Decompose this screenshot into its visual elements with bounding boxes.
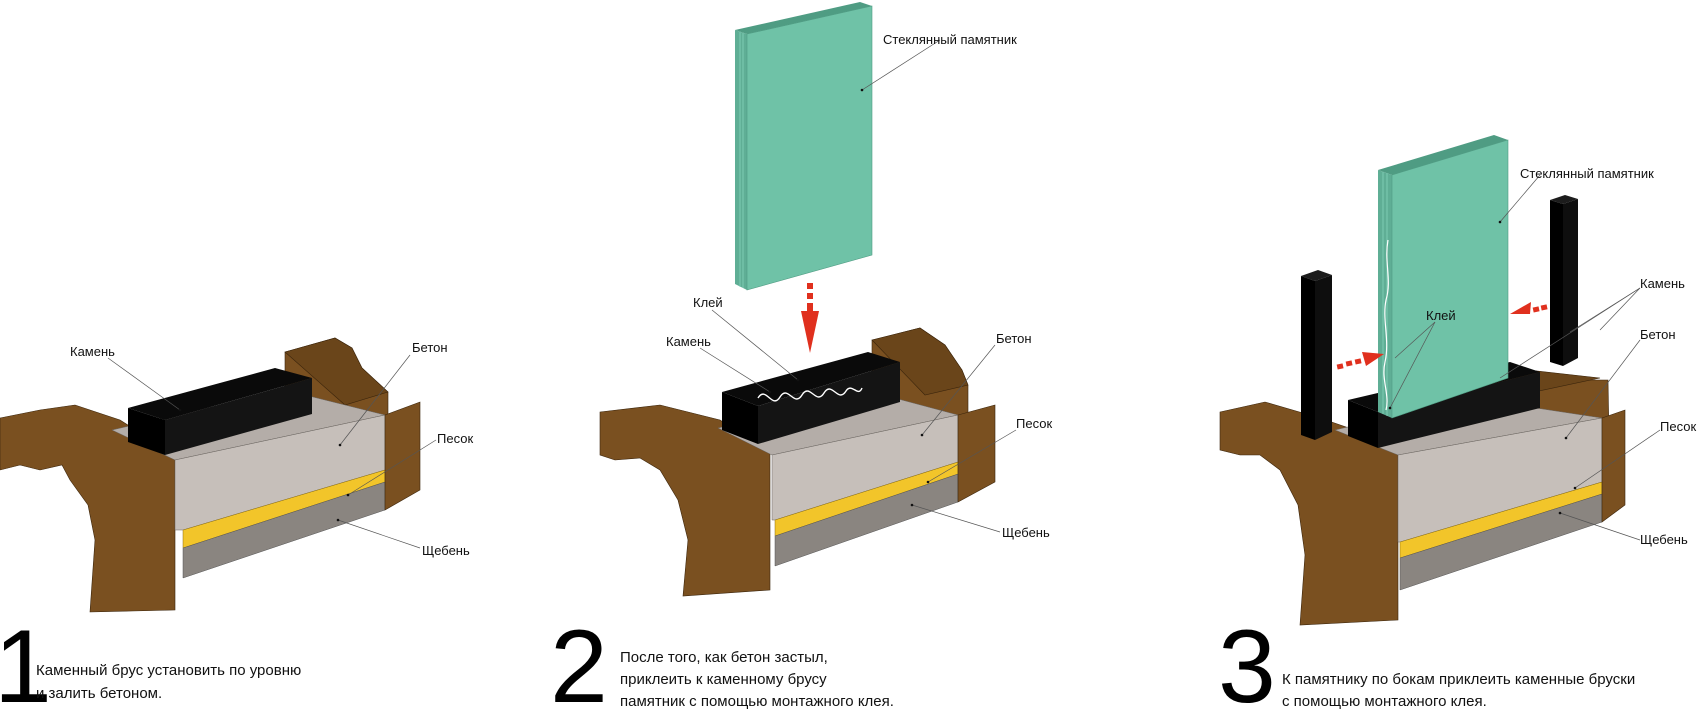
label-concrete: Бетон bbox=[1640, 327, 1676, 342]
ground-trench-section bbox=[1219, 335, 1626, 626]
label-sand: Песок bbox=[1660, 419, 1696, 434]
label-sand: Песок bbox=[437, 431, 473, 446]
down-arrow bbox=[801, 283, 819, 353]
label-monument: Стеклянный памятник bbox=[883, 32, 1017, 47]
label-stone: Камень bbox=[70, 344, 115, 359]
step-number: 2 bbox=[550, 609, 608, 710]
caption-line-1: Каменный брус установить по уровню bbox=[36, 662, 301, 679]
panel-step-3: Стеклянный памятник Клей Камень Бетон Пе… bbox=[1218, 135, 1696, 710]
label-gravel: Щебень bbox=[1640, 532, 1688, 547]
panel-step-2: Стеклянный памятник Клей Камень Бетон Пе… bbox=[550, 2, 1052, 710]
left-soil-ground bbox=[599, 404, 771, 597]
label-stone: Камень bbox=[1640, 276, 1685, 291]
label-concrete: Бетон bbox=[996, 331, 1032, 346]
label-gravel: Щебень bbox=[422, 543, 470, 558]
trench-right-wall bbox=[384, 401, 421, 511]
caption-line-2: с помощью монтажного клея. bbox=[1282, 693, 1487, 710]
label-concrete: Бетон bbox=[412, 340, 448, 355]
panel-step-1: Камень Бетон Песок Щебень 1 Каменный бру… bbox=[0, 337, 473, 710]
caption-line-2: и залить бетоном. bbox=[36, 685, 162, 702]
ground-trench-section bbox=[599, 327, 996, 597]
right-arrow-in bbox=[1510, 302, 1548, 314]
label-monument: Стеклянный памятник bbox=[1520, 166, 1654, 181]
trench-right-wall bbox=[1601, 409, 1626, 523]
label-gravel: Щебень bbox=[1002, 525, 1050, 540]
side-stone-post-left bbox=[1301, 270, 1332, 440]
glass-monument bbox=[1378, 135, 1509, 419]
label-glue: Клей bbox=[1426, 308, 1456, 323]
stone-block bbox=[722, 352, 900, 444]
side-stone-post-right bbox=[1550, 195, 1578, 366]
left-arrow-in bbox=[1336, 352, 1384, 370]
caption-line-2: приклеить к каменному брусу bbox=[620, 671, 827, 688]
label-glue: Клей bbox=[693, 295, 723, 310]
caption-line-3: памятник с помощью монтажного клея. bbox=[620, 693, 894, 710]
glue-bead bbox=[1383, 239, 1389, 411]
glue-bead bbox=[757, 387, 863, 402]
step-number: 3 bbox=[1218, 609, 1276, 710]
stone-block bbox=[128, 368, 312, 455]
glass-monument bbox=[735, 2, 873, 291]
ground-trench-section bbox=[0, 337, 421, 613]
label-stone: Камень bbox=[666, 334, 711, 349]
caption-line-1: После того, как бетон застыл, bbox=[620, 649, 828, 666]
back-soil-top bbox=[871, 327, 969, 396]
left-soil-ground bbox=[0, 404, 176, 613]
step-number: 1 bbox=[0, 609, 52, 710]
caption-line-1: К памятнику по бокам приклеить каменные … bbox=[1282, 671, 1635, 688]
label-sand: Песок bbox=[1016, 416, 1052, 431]
